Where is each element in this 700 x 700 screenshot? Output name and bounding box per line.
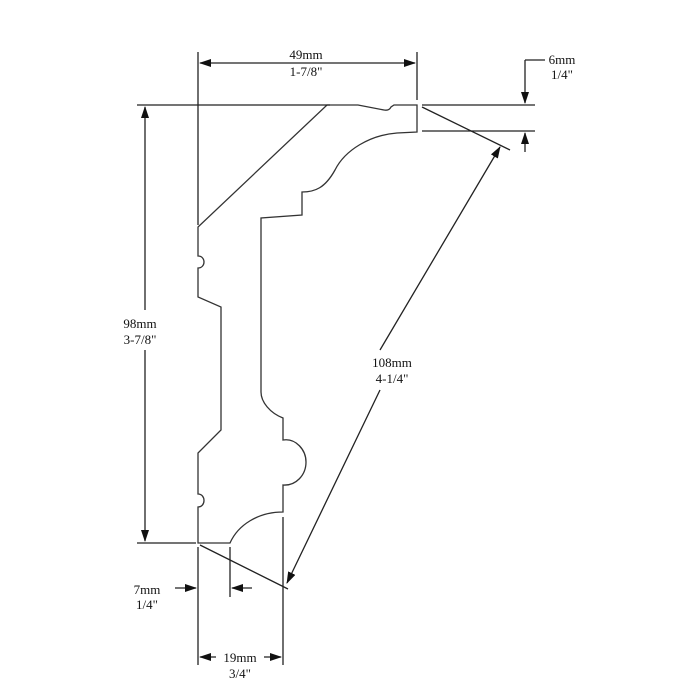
dimension-lines (141, 59, 545, 661)
bottom-width-imperial-label: 3/4" (229, 666, 251, 681)
molding-profile (197, 104, 418, 544)
projection-imperial-label: 4-1/4" (376, 371, 409, 386)
top-step-imperial-label: 1/4" (551, 67, 573, 82)
bottom-step-metric-label: 7mm (134, 582, 161, 597)
extension-lines (137, 52, 535, 665)
bottom-step-imperial-label: 1/4" (136, 597, 158, 612)
width-metric-label: 49mm (289, 47, 322, 62)
bottom-width-metric-label: 19mm (223, 650, 256, 665)
height-imperial-label: 3-7/8" (124, 332, 157, 347)
width-imperial-label: 1-7/8" (290, 64, 323, 79)
height-metric-label: 98mm (123, 316, 156, 331)
projection-metric-label: 108mm (372, 355, 412, 370)
top-step-metric-label: 6mm (549, 52, 576, 67)
